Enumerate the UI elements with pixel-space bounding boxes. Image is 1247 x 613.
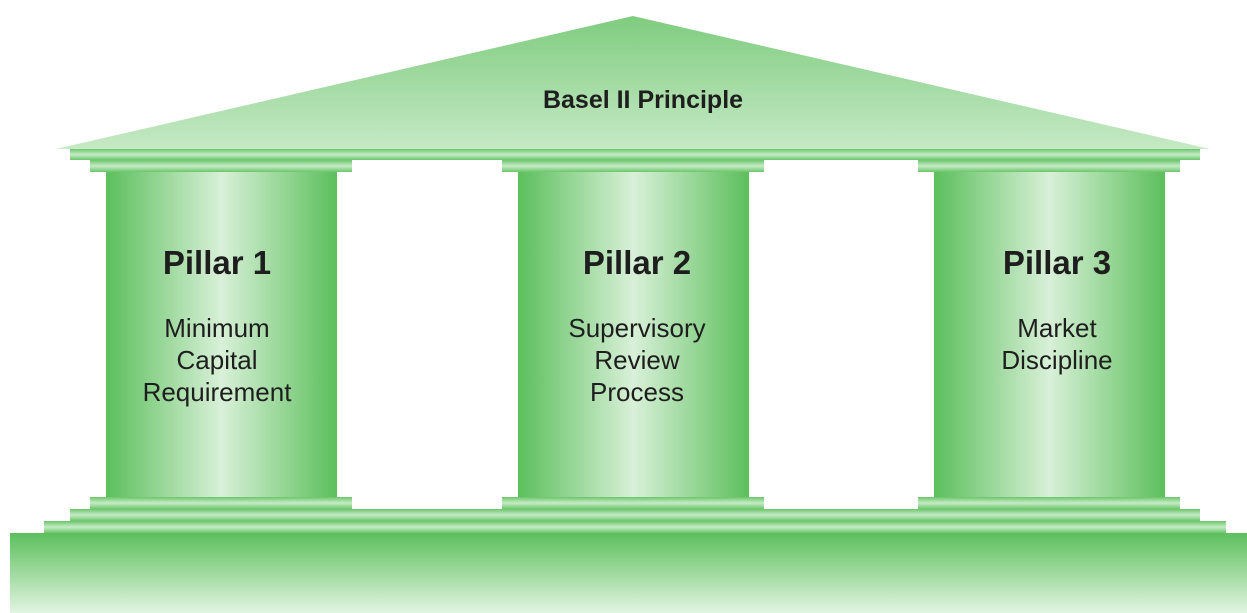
pillar-1-desc-line-3: Requirement xyxy=(143,377,293,407)
pillar-2-desc-line-1: Supervisory xyxy=(568,313,705,343)
pillar-3-base xyxy=(918,497,1180,509)
pillar-2-column xyxy=(518,172,749,497)
pillar-2-base xyxy=(502,497,764,509)
pillar-1-desc-line-1: Minimum xyxy=(164,313,269,343)
pillar-2-title: Pillar 2 xyxy=(583,244,691,281)
pillar-3: Pillar 3 Market Discipline xyxy=(918,160,1180,509)
roof xyxy=(56,16,1210,149)
pillar-3-desc-line-1: Market xyxy=(1017,313,1097,343)
pillar-1-base xyxy=(90,497,352,509)
foundation-step-top xyxy=(70,509,1200,521)
pillar-3-desc-line-2: Discipline xyxy=(1001,345,1112,375)
pillar-1-desc-line-2: Capital xyxy=(177,345,258,375)
pillar-1: Pillar 1 Minimum Capital Requirement xyxy=(90,160,352,509)
foundation-base xyxy=(10,533,1247,613)
pillar-1-title: Pillar 1 xyxy=(163,244,271,281)
pillar-2: Pillar 2 Supervisory Review Process xyxy=(502,160,764,509)
roof-title: Basel II Principle xyxy=(543,86,743,114)
pillar-1-column xyxy=(106,172,337,497)
pillar-3-title: Pillar 3 xyxy=(1003,244,1111,281)
pillar-3-column xyxy=(934,172,1165,497)
pillar-2-desc-line-2: Review xyxy=(594,345,679,375)
roof-ledge xyxy=(70,149,1200,160)
pillar-1-capital xyxy=(90,160,352,172)
pillar-2-desc-line-3: Process xyxy=(590,377,684,407)
pillar-3-capital xyxy=(918,160,1180,172)
foundation-step-middle xyxy=(44,521,1226,533)
pillar-2-capital xyxy=(502,160,764,172)
